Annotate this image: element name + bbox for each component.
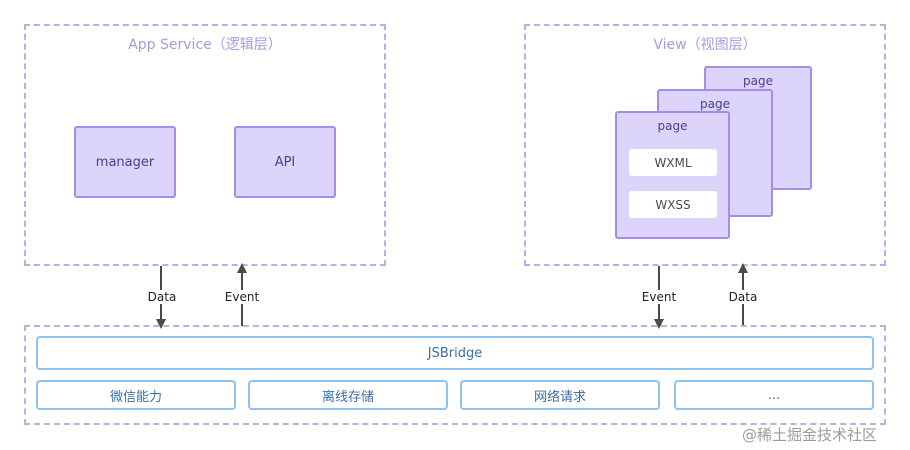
- api-module: API: [234, 126, 336, 198]
- page-card-front: page WXML WXSS: [615, 111, 730, 239]
- left-data-label: Data: [141, 290, 183, 304]
- capability-more: ...: [674, 380, 874, 410]
- page-label-middle: page: [700, 97, 730, 111]
- view-group: View（视图层）: [524, 24, 886, 266]
- right-event-label: Event: [635, 290, 683, 304]
- manager-module: manager: [74, 126, 176, 198]
- watermark-text: @稀土掘金技术社区: [742, 426, 878, 444]
- capability-offline-storage: 离线存储: [248, 380, 448, 410]
- wxml-box: WXML: [629, 149, 717, 176]
- jsbridge-group: [24, 325, 886, 425]
- right-data-label: Data: [722, 290, 764, 304]
- left-event-label: Event: [218, 290, 266, 304]
- view-title: View（视图层）: [653, 37, 757, 53]
- page-label-front: page: [657, 119, 688, 133]
- wxss-box: WXSS: [629, 191, 717, 218]
- app-service-title: App Service（逻辑层）: [128, 37, 282, 53]
- capability-wechat: 微信能力: [36, 380, 236, 410]
- page-label-back: page: [743, 74, 773, 88]
- app-service-group: App Service（逻辑层）: [24, 24, 386, 266]
- capability-network-request: 网络请求: [460, 380, 660, 410]
- jsbridge-bar: JSBridge: [36, 336, 874, 370]
